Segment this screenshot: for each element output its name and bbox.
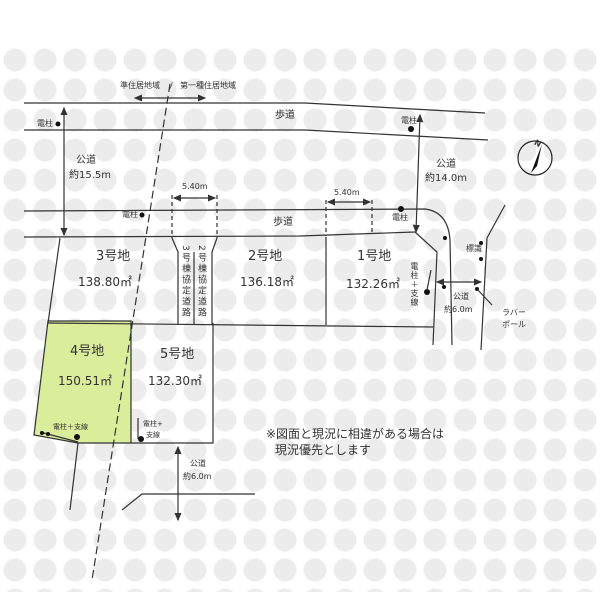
road-width: 約15.5m xyxy=(69,170,112,181)
pole-label: 電柱 xyxy=(401,116,417,125)
road-line xyxy=(69,442,79,511)
utility-pole-icon xyxy=(424,289,430,295)
lot-4-area: 150.51㎡ xyxy=(58,374,112,388)
watermark-pattern xyxy=(0,44,600,592)
lot-boundary xyxy=(47,237,61,324)
lot-4-area[interactable] xyxy=(33,320,132,444)
private-road-2-label: 2号棟協定道路 xyxy=(196,245,206,319)
utility-pole-icon xyxy=(139,212,145,218)
marker-dot xyxy=(40,431,44,435)
road-width: 約6.0m xyxy=(183,472,212,481)
lot-1-name: 1号地 xyxy=(357,249,392,264)
road-line xyxy=(121,493,255,511)
lot-boundary xyxy=(47,322,434,328)
lot-2-area: 136.18㎡ xyxy=(240,275,294,289)
marker-dot xyxy=(442,285,446,289)
lot-4-name: 4号地 xyxy=(70,344,105,359)
road-name: 公道 xyxy=(436,159,456,170)
road-name: 公道 xyxy=(190,459,206,468)
lot-3-area: 138.80㎡ xyxy=(78,275,132,289)
lot-1-area: 132.26㎡ xyxy=(346,277,400,291)
leader-line xyxy=(476,288,493,306)
lot-3-name: 3号地 xyxy=(96,249,131,264)
utility-pole-icon xyxy=(55,121,61,127)
pole-guy-label: 電柱＋支線 xyxy=(53,423,88,431)
pole-label: 電柱 xyxy=(37,119,53,128)
lot-2-name: 2号地 xyxy=(248,249,283,264)
north-compass-icon xyxy=(517,140,553,176)
lot-boundary xyxy=(171,237,179,325)
lot-boundary xyxy=(211,237,218,325)
road-line xyxy=(480,237,488,351)
road-line xyxy=(24,129,489,141)
disclaimer-line-2: 現況優先とします xyxy=(275,443,372,457)
zoning-right-label: 第一種住居地域 xyxy=(180,81,236,90)
private-road-3-label: 3号棟協定道路 xyxy=(180,245,190,319)
lot-5-name: 5号地 xyxy=(160,347,195,362)
utility-pole-icon xyxy=(74,434,80,440)
road-name: 公道 xyxy=(453,292,469,301)
rubber-pole-label: ラバー xyxy=(502,308,526,317)
sidewalk-label: 歩道 xyxy=(275,110,295,121)
marker-dot xyxy=(479,241,483,245)
zoning-left-label: 準住居地域 xyxy=(120,81,160,90)
marker-dot xyxy=(46,432,50,436)
road-line xyxy=(23,208,453,346)
road-width: 約6.0m xyxy=(444,305,473,314)
marker-dot xyxy=(443,236,447,240)
dimension-arrow xyxy=(412,113,424,234)
sign-label: 標識 xyxy=(466,244,482,253)
pole-label: 電柱 xyxy=(392,213,408,222)
utility-pole-icon xyxy=(398,206,404,212)
road-name: 公道 xyxy=(76,155,96,166)
road-line xyxy=(24,102,486,114)
frontage-label: 5.40m xyxy=(182,182,208,191)
disclaimer-line-1: ※図面と現況に相違がある場合は xyxy=(266,427,445,441)
leader-line xyxy=(426,269,432,291)
pole-guy-label: 電柱+ xyxy=(143,420,163,428)
pole-label: 電柱 xyxy=(122,210,138,219)
pole-guy-label: 電柱＋支線 xyxy=(410,262,419,307)
utility-pole-icon xyxy=(408,126,414,132)
guy-label: 支線 xyxy=(146,431,160,439)
zoning-separator: / xyxy=(170,81,173,90)
road-line xyxy=(23,231,416,238)
utility-pole-icon xyxy=(138,436,144,442)
lot-5-area: 132.30㎡ xyxy=(148,374,202,388)
road-width: 約14.0m xyxy=(425,173,468,184)
lot-5-boundary xyxy=(131,323,214,444)
frontage-label: 5.40m xyxy=(334,188,360,197)
lot-boundary xyxy=(414,231,438,346)
rubber-pole-label: ポール xyxy=(502,320,526,329)
sidewalk-label: 歩道 xyxy=(273,217,293,228)
road-line xyxy=(486,204,506,239)
marker-dot xyxy=(479,257,483,261)
